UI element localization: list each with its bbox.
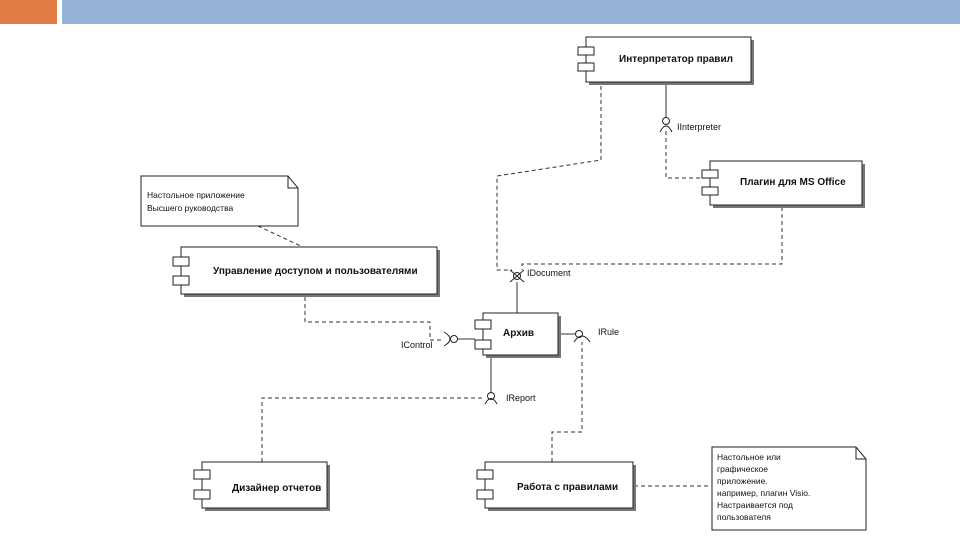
ireport-label: IReport: [506, 393, 536, 403]
irule-interface-icon: [573, 330, 591, 343]
idocument-label: IDocument: [527, 268, 571, 278]
interpreter-to-idocument-connector: [496, 79, 602, 271]
idocument-interface-icon: [509, 269, 525, 283]
note-management: Настольное приложение Высшего руководств…: [140, 175, 299, 227]
component-rules: Работа с правилами: [476, 461, 636, 511]
note-graphic-line-5: Настраивается под: [717, 500, 793, 510]
component-rules-label: Работа с правилами: [517, 481, 618, 493]
title-bar: [62, 0, 960, 24]
plugin-to-iinterpreter-connector: [665, 131, 700, 179]
note-management-line-2: Высшего руководства: [147, 203, 233, 213]
irule-label: IRule: [598, 327, 619, 337]
title-bar-accent: [0, 0, 57, 24]
component-reports-label: Дизайнер отчетов: [232, 483, 321, 494]
iinterpreter-label: IInterpreter: [677, 122, 721, 132]
component-access-label: Управление доступом и пользователями: [213, 266, 418, 277]
icontrol-label: IControl: [401, 340, 433, 350]
reports-to-ireport-connector: [261, 397, 484, 462]
note-graphic-line-3: приложение.: [717, 476, 768, 486]
iinterpreter-interface-icon: [659, 117, 673, 133]
component-interpreter: Интерпретатор правил: [577, 36, 754, 85]
management-note-connector: [257, 225, 306, 249]
component-archive-label: Архив: [503, 328, 534, 339]
note-graphic-line-4: например, плагин Visio.: [717, 488, 810, 498]
note-graphic-line-2: графическое: [717, 464, 768, 474]
note-graphic: Настольное или графическое приложение. н…: [711, 446, 867, 531]
component-access: Управление доступом и пользователями: [172, 246, 440, 297]
icontrol-interface-icon: [443, 331, 458, 347]
component-reports: Дизайнер отчетов: [193, 461, 330, 511]
component-archive: Архив: [474, 312, 561, 358]
component-interpreter-label: Интерпретатор правил: [619, 54, 733, 65]
note-graphic-line-1: Настольное или: [717, 452, 781, 462]
ireport-interface-icon: [484, 392, 498, 405]
note-graphic-line-6: пользователя: [717, 512, 771, 522]
note-management-line-1: Настольное приложение: [147, 190, 245, 200]
rules-to-irule-connector: [551, 342, 583, 462]
component-plugin: Плагин для MS Office: [701, 160, 865, 208]
plugin-to-idocument-connector: [521, 207, 783, 270]
component-plugin-label: Плагин для MS Office: [740, 177, 846, 188]
access-to-icontrol-connector: [304, 297, 444, 341]
